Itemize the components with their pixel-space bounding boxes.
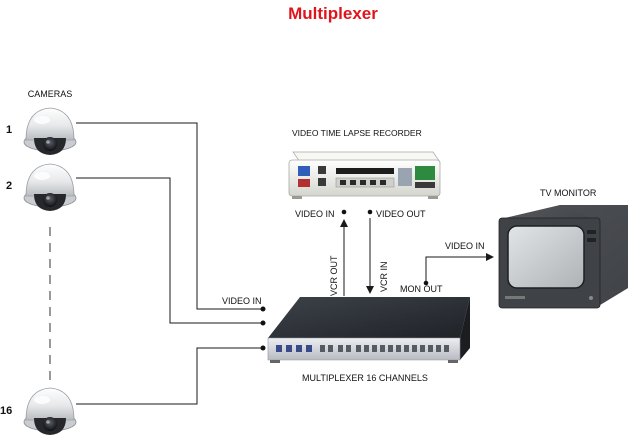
mux-input-dot xyxy=(260,345,266,351)
arrow-right-icon xyxy=(486,253,494,261)
camera-2-cable xyxy=(76,177,263,324)
camera-2-number: 2 xyxy=(6,180,12,192)
dome-camera-icon xyxy=(23,387,77,436)
camera-1-cable xyxy=(76,122,263,310)
camera-1-number: 1 xyxy=(6,124,12,136)
camera-16: 16 xyxy=(0,387,77,436)
diagram-title: Multiplexer xyxy=(288,4,378,23)
dome-camera-icon xyxy=(23,107,77,156)
mon-out-label: MON OUT xyxy=(400,284,443,294)
vcr-in-label: VCR IN xyxy=(379,261,389,292)
camera-cables xyxy=(76,122,263,405)
arrow-down-icon xyxy=(366,286,374,294)
mon-out-cable xyxy=(425,256,487,283)
cameras-label: CAMERAS xyxy=(28,89,73,99)
mux-input-dot xyxy=(260,306,266,312)
mux-video-in-label: VIDEO IN xyxy=(222,296,262,306)
vcr-video-in-label: VIDEO IN xyxy=(295,209,335,219)
vcr-out-label: VCR OUT xyxy=(329,255,339,296)
monitor-video-in-label: VIDEO IN xyxy=(445,241,485,251)
recorder-label: VIDEO TIME LAPSE RECORDER xyxy=(292,128,422,138)
multiplexer-box-icon xyxy=(267,297,470,363)
arrow-up-icon xyxy=(340,219,348,227)
vcr-video-out-label: VIDEO OUT xyxy=(376,209,426,219)
camera-16-cable xyxy=(76,347,263,405)
tv-monitor-label: TV MONITOR xyxy=(540,188,597,198)
dome-camera-icon xyxy=(23,163,77,212)
crt-monitor-icon xyxy=(498,205,628,309)
camera-2: 2 xyxy=(6,163,77,212)
camera-16-number: 16 xyxy=(0,405,12,417)
camera-1: 1 xyxy=(6,107,77,156)
vcr-icon xyxy=(288,151,441,199)
multiplexer-label: MULTIPLEXER 16 CHANNELS xyxy=(302,373,428,383)
mux-input-dot xyxy=(260,320,266,326)
